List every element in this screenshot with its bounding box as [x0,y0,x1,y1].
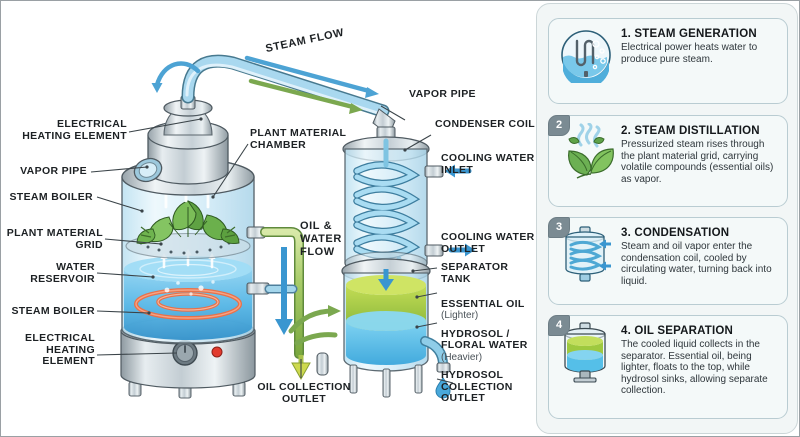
step-title-2: 2. STEAM DISTILLATION [621,125,760,137]
callout-leader-dots [140,117,419,329]
callout-cooling-water-inlet: COOLING WATER INLET [441,152,535,176]
step-badge-4: 4 [548,315,570,336]
step-card-4[interactable]: 4 4. OIL SEPARATION The cooled liquid co… [548,315,788,419]
steam-flow-arrows [244,55,379,114]
callout-condenser-coil: CONDENSER COIL [435,118,535,130]
vapor-pipe-illustration [151,54,396,136]
callout-vapor-pipe-right: VAPOR PIPE [409,88,476,100]
step-title-4: 4. OIL SEPARATION [621,325,734,337]
callout-essential-oil-sub: (Lighter) [441,310,479,321]
step-body-2: Pressurized steam rises through the plan… [621,139,774,185]
step-badge-3: 3 [548,217,570,238]
callout-water-reservoir: WATER RESERVOIR [30,261,95,285]
apparatus-svg [90,54,475,399]
step-text-1: 1. STEAM GENERATION Electrical power hea… [621,26,779,65]
callout-plant-material-grid: PLANT MATERIAL GRID [6,227,103,251]
callout-electrical-heating-element-bottom: ELECTRICAL HEATING ELEMENT [25,332,95,367]
condenser-coil-icon [557,225,615,283]
boiler-lid [121,95,255,196]
callout-hydrosol-floral-water: HYDROSOL / FLORAL WATER (Heavier) [441,317,537,375]
separator-tank-illustration [341,258,451,399]
step-text-4: 4. OIL SEPARATION The cooled liquid coll… [621,323,779,397]
callout-cooling-water-outlet: COOLING WATER OUTLET [441,231,535,255]
cooling-water-arrows [445,164,475,257]
callout-hydrosol-sub: (Heavier) [441,351,483,363]
callout-essential-oil: ESSENTIAL OIL (Lighter) [441,287,537,333]
step-text-3: 3. CONDENSATION Steam and oil vapor ente… [621,225,779,287]
callout-oil-collection-outlet: OIL COLLECTION OUTLET [257,381,351,405]
plant-material-illustration [136,200,240,244]
callout-electrical-heating-element-top: ELECTRICAL HEATING ELEMENT [22,118,127,142]
callout-separator-tank: SEPARATOR TANK [441,261,509,285]
heating-element-in-water-icon [557,26,615,84]
callout-essential-oil-title: ESSENTIAL OIL [441,297,525,310]
step-card-1[interactable]: 1 [548,18,788,104]
step-body-3: Steam and oil vapor enter the condensati… [621,241,772,287]
step-title-3: 3. CONDENSATION [621,227,730,239]
callout-leader-lines [90,105,454,384]
boiler-side-gauge [133,157,163,183]
process-steps-panel: 1 [536,3,798,434]
step-text-2: 2. STEAM DISTILLATION Pressurized steam … [621,123,779,185]
callout-steam-boiler-bottom: STEAM BOILER [11,305,95,317]
separator-tank-icon [557,322,615,383]
step-card-3[interactable]: 3 3. [548,217,788,305]
step-badge-2: 2 [548,115,570,136]
callout-steam-boiler-top: STEAM BOILER [9,191,93,203]
leaves-with-steam-icon [557,123,615,181]
step-body-1: Electrical power heats water to produce … [621,42,758,65]
distillation-apparatus-diagram: ELECTRICAL HEATING ELEMENT VAPOR PIPE ST… [1,1,537,436]
electrical-heating-element-illustration [134,288,242,320]
callout-hydrosol-collection-outlet: HYDROSOL COLLECTION OUTLET [441,369,513,404]
boiler-vessel [121,158,255,344]
step-card-2[interactable]: 2 2. STEAM DIST [548,115,788,207]
step-title-1: 1. STEAM GENERATION [621,28,757,40]
callout-vapor-pipe-left: VAPOR PIPE [20,165,87,177]
step-body-4: The cooled liquid collects in the separa… [621,339,768,397]
label-oil-water-flow: OIL & WATER FLOW [300,220,342,258]
callout-hydrosol-title: HYDROSOL / FLORAL WATER [441,327,528,351]
callout-plant-material-chamber: PLANT MATERIAL CHAMBER [250,127,347,151]
